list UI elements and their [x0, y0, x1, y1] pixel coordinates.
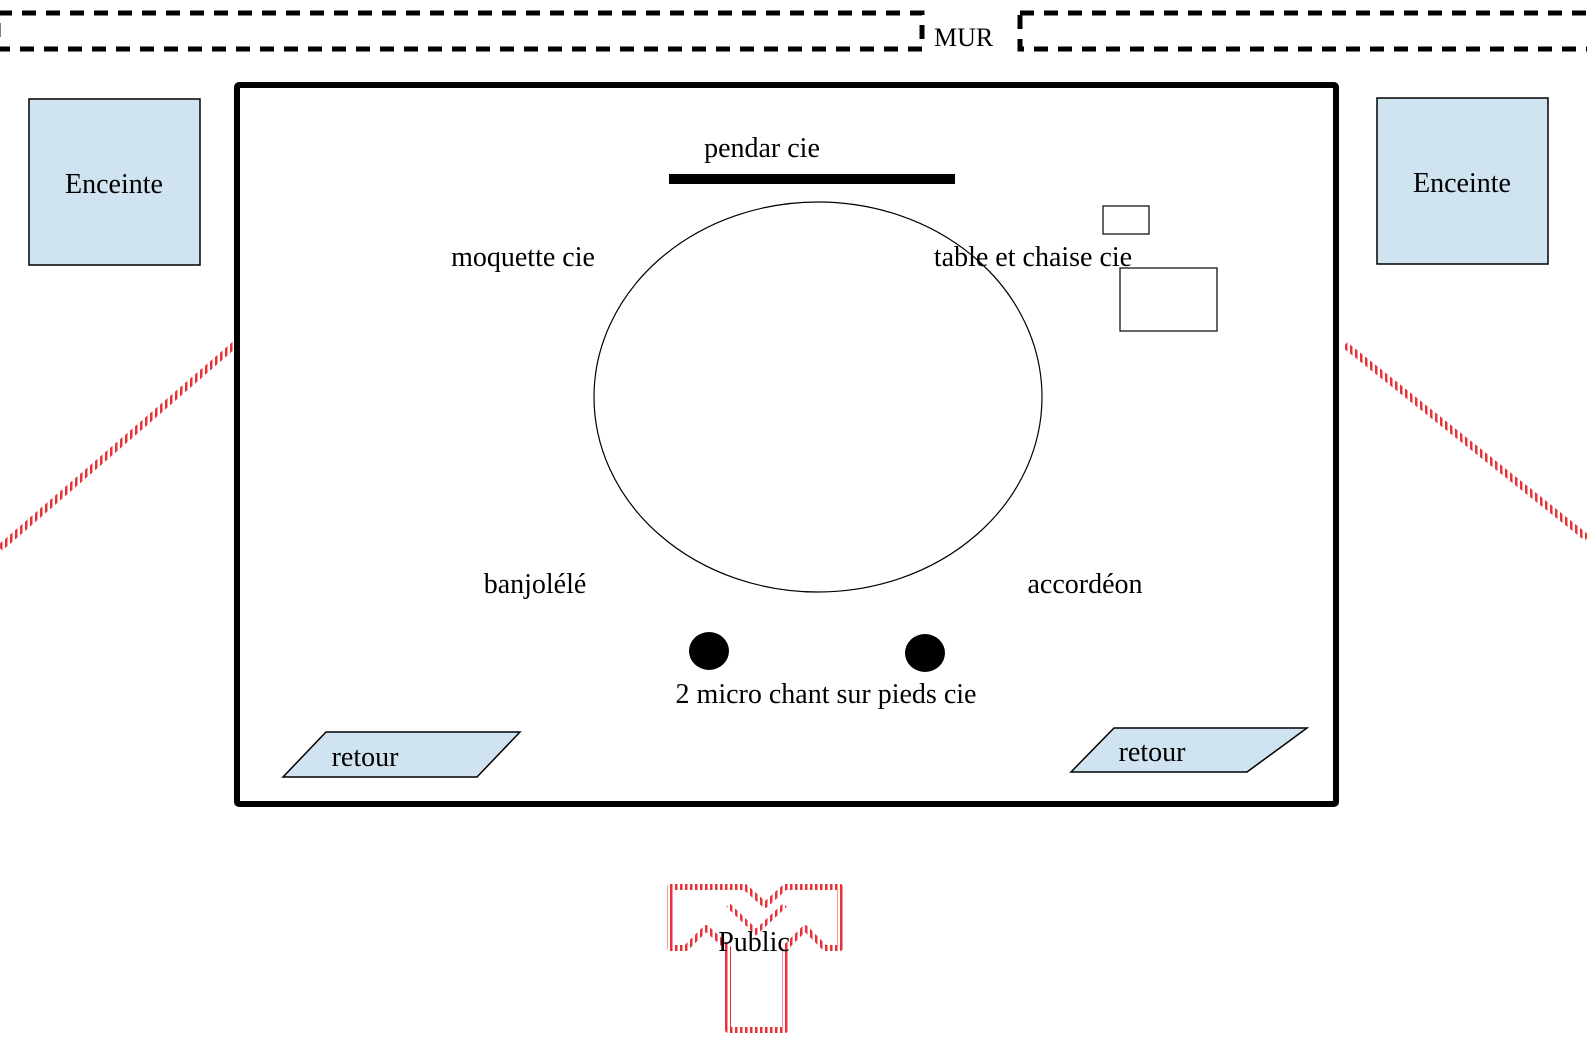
mic-stand-right [905, 634, 945, 672]
speaker-left: Enceinte [28, 98, 201, 266]
backdrop-label: pendar cie [704, 133, 820, 164]
backdrop-bar [669, 174, 955, 184]
chair-rect [1102, 205, 1150, 235]
monitor-right-label: retour [1119, 737, 1187, 768]
monitor-left-label: retour [332, 742, 400, 773]
carpet-label: moquette cie [451, 242, 595, 273]
carpet-circle [593, 201, 1043, 593]
audience-label: Public [718, 927, 790, 958]
speaker-right-dispersion [1342, 342, 1587, 541]
wall: MUR [0, 10, 1587, 52]
table-chair-label: table et chaise cie [934, 242, 1132, 273]
wall-segment-left [0, 10, 925, 52]
speaker-left-label: Enceinte [65, 169, 163, 200]
instrument-right-label: accordéon [1027, 569, 1142, 600]
vocal-mics: 2 micro chant sur pieds cie [676, 632, 977, 710]
monitor-right: retour [1069, 727, 1310, 773]
table-rect [1119, 267, 1218, 332]
speaker-left-dispersion [0, 337, 243, 551]
backdrop: pendar cie [669, 133, 955, 184]
speaker-right: Enceinte [1376, 97, 1549, 265]
wall-label: MUR [934, 23, 994, 52]
mics-label: 2 micro chant sur pieds cie [676, 679, 977, 710]
audience-icon: Public [667, 884, 843, 1033]
mic-stand-left [689, 632, 729, 670]
instrument-left-label: banjolélé [484, 569, 587, 600]
table-chair: table et chaise cie [934, 205, 1218, 332]
monitor-left: retour [281, 731, 522, 778]
stage-area [234, 82, 1339, 807]
speaker-right-label: Enceinte [1413, 168, 1511, 199]
wall-segment-right [1017, 10, 1587, 52]
